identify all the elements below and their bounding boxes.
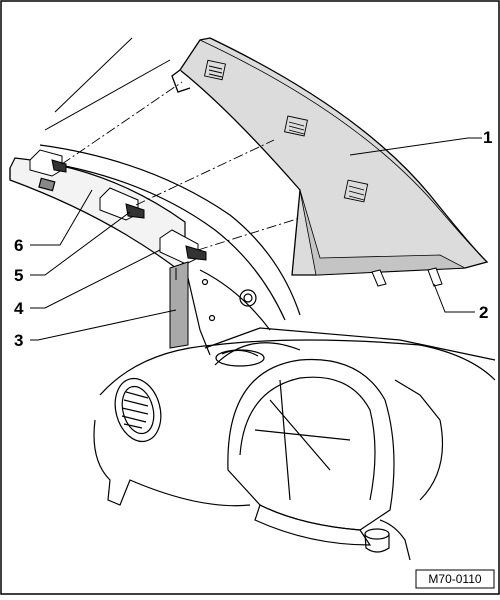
windshield-outline xyxy=(44,37,171,131)
instrument-cluster-housing xyxy=(227,358,395,546)
figure-reference-code: M70-0110 xyxy=(428,572,481,586)
left-air-vent xyxy=(114,377,162,443)
trim-clip-upper xyxy=(29,149,67,177)
trim-clips xyxy=(29,149,207,265)
callout-labels: 1 2 3 4 5 6 xyxy=(14,128,492,350)
dashboard xyxy=(93,327,496,561)
callout-label-1: 1 xyxy=(483,128,492,147)
callout-label-3: 3 xyxy=(14,331,23,350)
a-pillar-body-structure xyxy=(29,144,301,356)
callout-label-2: 2 xyxy=(479,303,488,322)
callout-label-5: 5 xyxy=(14,266,23,285)
leader-line-5 xyxy=(30,211,131,276)
callout-label-4: 4 xyxy=(14,299,24,318)
dashboard-right-side xyxy=(379,379,444,561)
trim-clip-middle xyxy=(99,187,145,221)
leader-line-2 xyxy=(433,283,475,313)
steering-column-cap xyxy=(364,528,390,553)
leader-line-4 xyxy=(30,249,161,309)
leader-line-6 xyxy=(30,189,93,246)
trim-clip-lower xyxy=(159,229,207,265)
figure-reference-box: M70-0110 xyxy=(415,569,495,589)
leader-line-3 xyxy=(30,309,177,341)
seal-strip xyxy=(169,261,189,349)
leader-lines xyxy=(30,137,482,341)
leader-line-1 xyxy=(349,137,482,156)
callout-label-6: 6 xyxy=(14,236,23,255)
assembly-lines xyxy=(61,81,301,251)
a-pillar-trim-panel xyxy=(171,37,489,287)
